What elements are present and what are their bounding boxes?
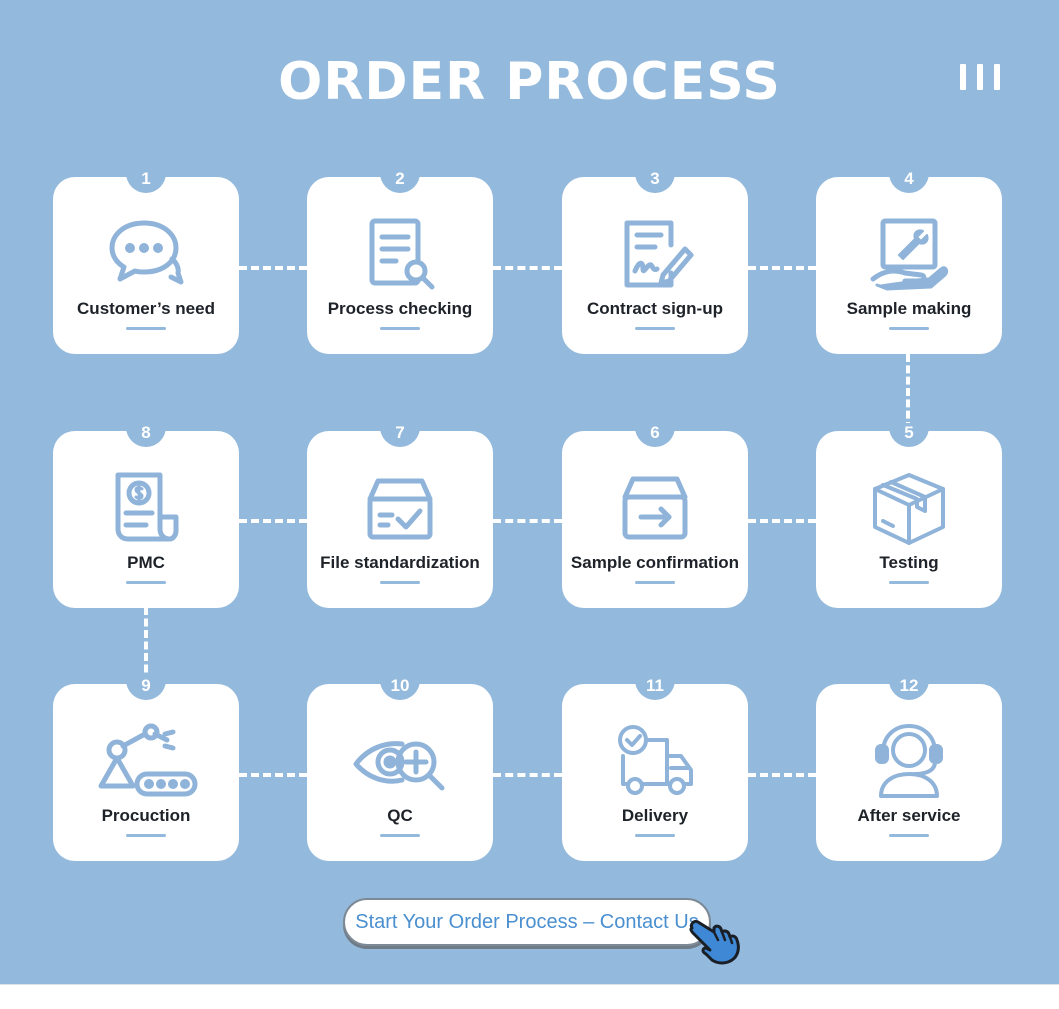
package-box-icon (869, 469, 949, 549)
robot-arm-conveyor-icon (93, 722, 199, 802)
step-number: 2 (380, 169, 420, 193)
order-process-panel: ORDER PROCESS 1 Customer’s need 2 (0, 0, 1059, 984)
step-label: Contract sign-up (587, 299, 723, 318)
step-underline (380, 834, 420, 837)
step-card-customers-need: 1 Customer’s need (53, 169, 239, 354)
step-card-pmc: 8 PMC (53, 423, 239, 608)
step-underline (126, 327, 166, 330)
contract-sign-icon (615, 215, 695, 295)
step-number: 6 (635, 423, 675, 447)
connector-8-7 (239, 519, 307, 523)
headset-agent-icon (869, 722, 949, 802)
step-label: Sample making (846, 299, 972, 318)
step-underline (126, 581, 166, 584)
connector-7-6 (493, 519, 562, 523)
step-number: 3 (635, 169, 675, 193)
connector-1-2 (239, 266, 307, 270)
step-card-testing: 5 Testing (816, 423, 1002, 608)
menu-icon[interactable] (960, 64, 1000, 90)
step-number: 12 (889, 676, 929, 700)
step-underline (889, 581, 929, 584)
step-underline (126, 834, 166, 837)
hand-wrench-icon (869, 215, 949, 295)
step-card-sample-confirmation: 6 Sample confirmation (562, 423, 748, 608)
bottom-strip (0, 984, 1059, 1009)
step-underline (380, 581, 420, 584)
invoice-dollar-icon (106, 469, 186, 549)
document-search-icon (360, 215, 440, 295)
step-underline (889, 834, 929, 837)
connector-6-5 (748, 519, 816, 523)
step-underline (635, 327, 675, 330)
eye-magnifier-icon (350, 722, 450, 802)
step-number: 10 (380, 676, 420, 700)
page-title: ORDER PROCESS (278, 52, 781, 112)
step-label: Customer’s need (77, 299, 215, 318)
step-card-delivery: 11 Delivery (562, 676, 748, 861)
step-card-qc: 10 QC (307, 676, 493, 861)
step-label: Delivery (621, 806, 689, 825)
step-number: 9 (126, 676, 166, 700)
step-label: Sample confirmation (570, 553, 740, 572)
step-number: 7 (380, 423, 420, 447)
step-number: 1 (126, 169, 166, 193)
connector-11-12 (748, 773, 816, 777)
contact-us-button[interactable]: Start Your Order Process – Contact Us (343, 898, 711, 946)
step-underline (889, 327, 929, 330)
connector-10-11 (493, 773, 562, 777)
connector-4-5 (906, 354, 910, 430)
step-card-process-checking: 2 Process checking (307, 169, 493, 354)
connector-9-10 (239, 773, 307, 777)
step-label: Process checking (327, 299, 473, 318)
connector-2-3 (493, 266, 562, 270)
step-card-after-service: 12 After service (816, 676, 1002, 861)
step-number: 8 (126, 423, 166, 447)
step-number: 4 (889, 169, 929, 193)
step-number: 11 (635, 676, 675, 700)
step-number: 5 (889, 423, 929, 447)
box-arrow-icon (615, 469, 695, 549)
step-underline (635, 581, 675, 584)
step-label: After service (857, 806, 961, 825)
step-card-procuction: 9 Procuction (53, 676, 239, 861)
step-underline (380, 327, 420, 330)
step-underline (635, 834, 675, 837)
connector-3-4 (748, 266, 816, 270)
step-card-sample-making: 4 Sample making (816, 169, 1002, 354)
delivery-truck-icon (615, 722, 695, 802)
step-label: PMC (127, 553, 165, 572)
pointing-hand-icon (688, 918, 742, 966)
connector-8-9 (144, 607, 148, 684)
chat-bubble-icon (106, 215, 186, 295)
step-label: QC (387, 806, 413, 825)
step-card-contract-sign-up: 3 Contract sign-up (562, 169, 748, 354)
step-label: Procuction (101, 806, 191, 825)
box-check-icon (360, 469, 440, 549)
step-card-file-standardization: 7 File standardization (307, 423, 493, 608)
step-label: Testing (879, 553, 939, 572)
step-label: File standardization (320, 553, 480, 572)
